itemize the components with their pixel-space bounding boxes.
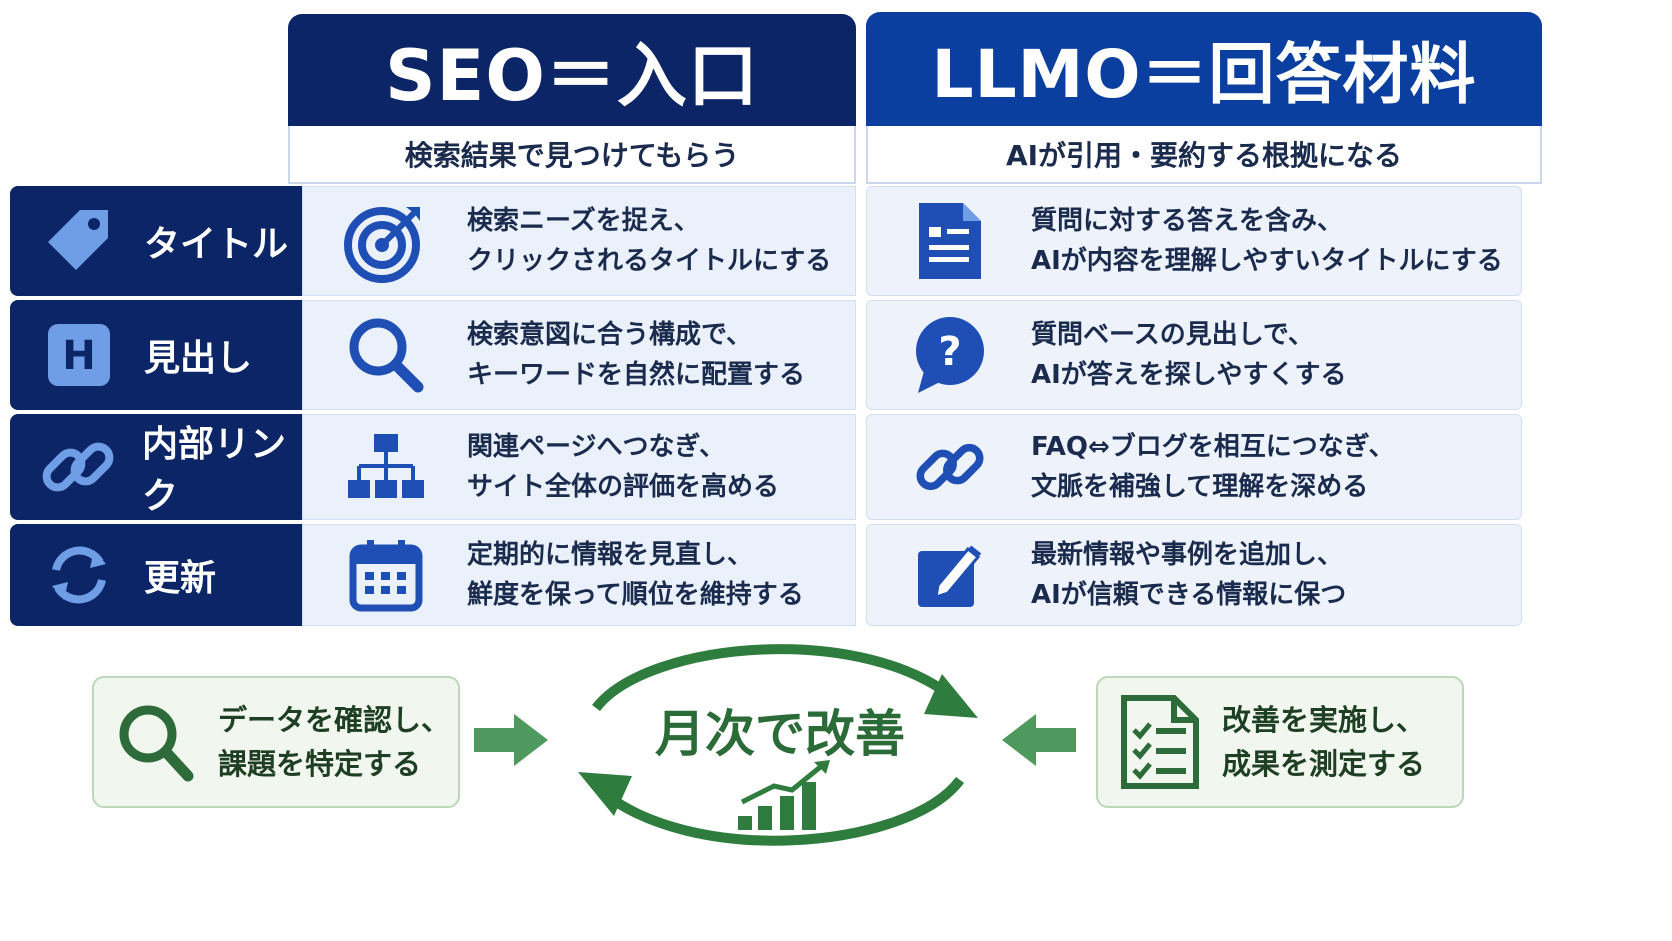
arrow-left-icon	[1000, 712, 1076, 768]
llmo-line: FAQ⇔ブログを相互につなぎ、	[1031, 432, 1395, 462]
row-label-heading: H 見出し	[10, 300, 302, 410]
seo-title: SEO＝入口	[385, 34, 759, 117]
llmo-cell-heading: ? 質問ベースの見出しで、 AIが答えを探しやすくする	[866, 300, 1522, 410]
llmo-subtitle: AIが引用・要約する根拠になる	[1005, 139, 1403, 172]
cycle-ring	[568, 630, 988, 860]
row-label-text: 見出し	[144, 338, 253, 379]
svg-text:?: ?	[938, 329, 961, 375]
seo-line: 検索ニーズを捉え、	[467, 206, 700, 236]
llmo-line: AIが内容を理解しやすいタイトルにする	[1031, 246, 1503, 276]
cycle-right-line: 成果を測定する	[1222, 747, 1426, 781]
llmo-header: LLMO＝回答材料	[866, 12, 1542, 126]
edit-icon	[895, 525, 1005, 625]
seo-cell-heading: 検索意図に合う構成で、 キーワードを自然に配置する	[302, 300, 856, 410]
heading-h-letter: H	[62, 333, 95, 379]
llmo-cell-title: 質問に対する答えを含み、 AIが内容を理解しやすいタイトルにする	[866, 186, 1522, 296]
llmo-cell-update: 最新情報や事例を追加し、 AIが信頼できる情報に保つ	[866, 524, 1522, 626]
search-icon	[116, 700, 196, 784]
cycle-right-box: 改善を実施し、 成果を測定する	[1096, 676, 1464, 808]
seo-line: クリックされるタイトルにする	[467, 246, 832, 276]
llmo-line: AIが答えを探しやすくする	[1031, 360, 1347, 390]
llmo-line: 最新情報や事例を追加し、	[1031, 540, 1344, 570]
seo-line: キーワードを自然に配置する	[467, 360, 806, 390]
row-label-update: 更新	[10, 524, 302, 626]
calendar-icon	[331, 525, 441, 625]
growth-chart-icon	[734, 758, 834, 832]
seo-line: 関連ページへつなぎ、	[467, 432, 726, 462]
cycle-left-line: 課題を特定する	[218, 747, 422, 781]
seo-subtitle: 検索結果で見つけてもらう	[404, 139, 740, 172]
search-icon	[331, 305, 441, 405]
checklist-icon	[1120, 694, 1200, 790]
seo-cell-title: 検索ニーズを捉え、 クリックされるタイトルにする	[302, 186, 856, 296]
refresh-icon	[40, 536, 118, 614]
tag-icon	[40, 202, 118, 280]
llmo-cell-internal-link: FAQ⇔ブログを相互につなぎ、 文脈を補強して理解を深める	[866, 414, 1522, 520]
seo-line: 検索意図に合う構成で、	[467, 320, 752, 350]
row-label-title: タイトル	[10, 186, 302, 296]
row-label-internal-link: 内部リンク	[10, 414, 302, 520]
heading-h-icon: H	[40, 316, 118, 394]
seo-cell-internal-link: 関連ページへつなぎ、 サイト全体の評価を高める	[302, 414, 856, 520]
llmo-line: AIが信頼できる情報に保つ	[1031, 580, 1347, 610]
cycle-left-line: データを確認し、	[218, 703, 451, 737]
llmo-line: 文脈を補強して理解を深める	[1031, 472, 1369, 502]
seo-cell-update: 定期的に情報を見直し、 鮮度を保って順位を維持する	[302, 524, 856, 626]
document-icon	[895, 191, 1005, 291]
cycle-left-box: データを確認し、 課題を特定する	[92, 676, 460, 808]
sitemap-icon	[331, 417, 441, 517]
link-icon	[895, 417, 1005, 517]
row-label-text: タイトル	[144, 224, 289, 265]
llmo-line: 質問ベースの見出しで、	[1031, 320, 1314, 350]
cycle-center-label: 月次で改善	[655, 705, 905, 763]
llmo-line: 質問に対する答えを含み、	[1031, 206, 1344, 236]
llmo-subtitle-box: AIが引用・要約する根拠になる	[866, 126, 1542, 184]
seo-header: SEO＝入口	[288, 14, 856, 126]
llmo-title: LLMO＝回答材料	[931, 36, 1477, 113]
row-label-text: 内部リンク	[142, 424, 287, 517]
link-icon	[40, 428, 116, 506]
seo-subtitle-box: 検索結果で見つけてもらう	[288, 126, 856, 184]
arrow-right-icon	[474, 712, 550, 768]
seo-line: サイト全体の評価を高める	[467, 472, 780, 502]
row-label-text: 更新	[144, 558, 217, 599]
cycle-right-line: 改善を実施し、	[1222, 703, 1426, 737]
question-bubble-icon: ?	[895, 305, 1005, 405]
seo-line: 定期的に情報を見直し、	[467, 540, 754, 570]
target-icon	[331, 191, 441, 291]
seo-line: 鮮度を保って順位を維持する	[467, 580, 804, 610]
